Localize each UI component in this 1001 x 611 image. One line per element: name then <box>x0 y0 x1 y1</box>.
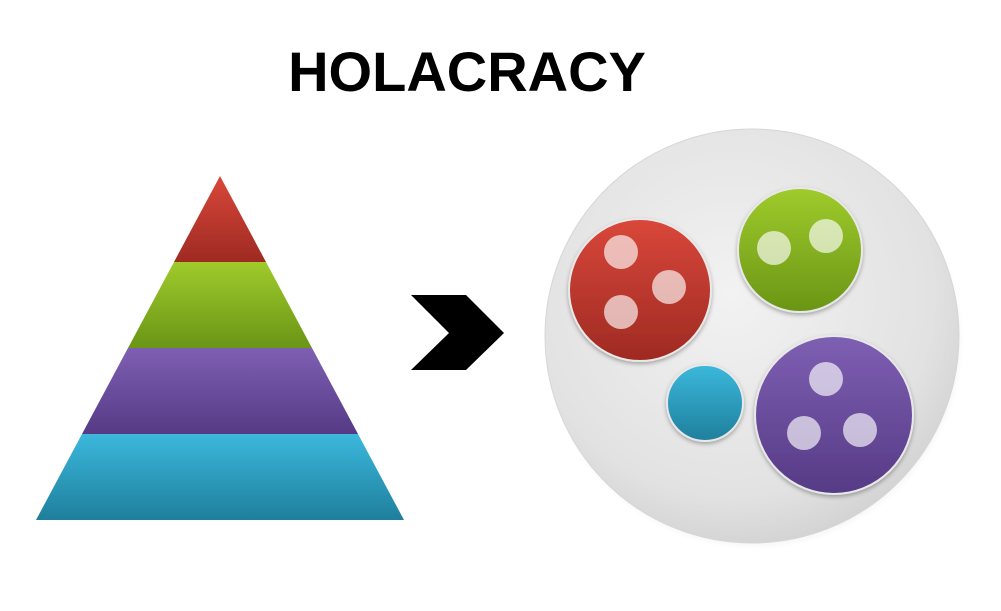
purple-member-dot <box>787 416 821 450</box>
pyramid-layer-purple <box>82 348 358 434</box>
purple-member-dot <box>843 413 877 447</box>
red-circle-group <box>568 218 712 362</box>
pyramid-layer-bottom-blue <box>36 434 404 520</box>
green-circle <box>737 187 863 313</box>
chevron-right-arrow <box>411 295 504 370</box>
purple-circle <box>754 335 914 495</box>
pyramid-layer-top-red <box>174 176 266 262</box>
red-member-dot <box>604 235 638 269</box>
red-member-dot <box>652 270 686 304</box>
green-circle-group <box>737 187 863 313</box>
red-member-dot <box>604 295 638 329</box>
purple-member-dot <box>809 362 843 396</box>
pyramid-layer-green <box>128 262 312 348</box>
hierarchy-pyramid <box>36 176 404 520</box>
blue-circle-group <box>666 364 744 442</box>
blue-circle <box>666 364 744 442</box>
purple-circle-group <box>754 335 914 495</box>
red-circle <box>568 218 712 362</box>
green-member-dot <box>809 219 843 253</box>
green-member-dot <box>757 231 791 265</box>
diagram-title: HOLACRACY <box>288 40 646 103</box>
